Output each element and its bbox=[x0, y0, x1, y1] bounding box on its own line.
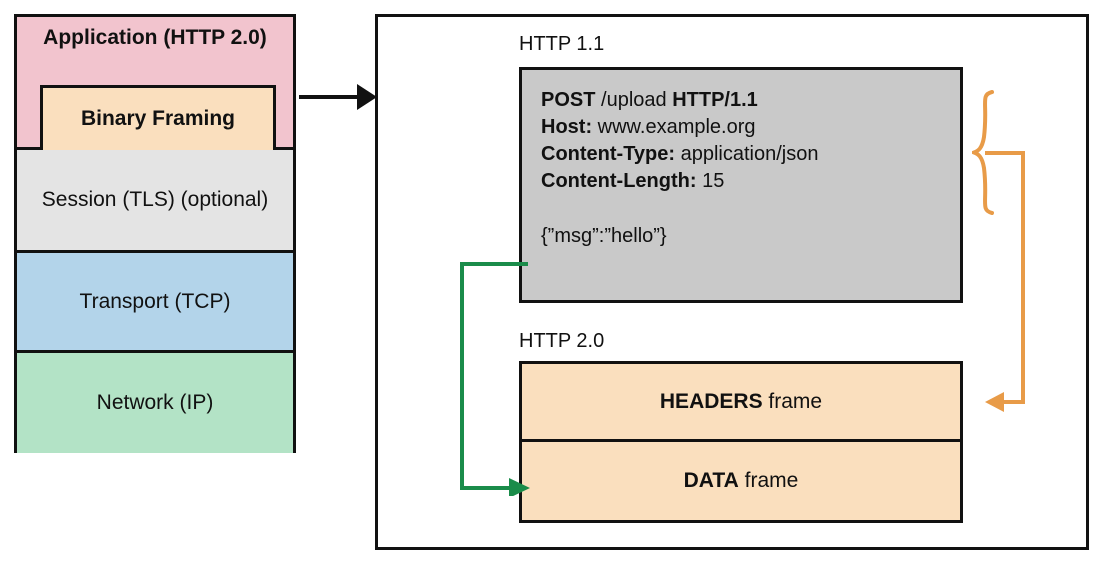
protocol-stack: Application (HTTP 2.0) Binary Framing Se… bbox=[14, 14, 296, 453]
stack-to-panel-arrow-line bbox=[299, 95, 361, 99]
stack-layer-binary-framing: Binary Framing bbox=[40, 85, 276, 150]
frame-data-suffix: frame bbox=[738, 469, 799, 492]
stack-layer-application-label: Application (HTTP 2.0) bbox=[43, 26, 267, 49]
request-path: /upload bbox=[595, 89, 673, 111]
stack-to-panel-arrow-icon bbox=[357, 84, 377, 110]
stack-layer-session-label: Session (TLS) (optional) bbox=[41, 188, 269, 211]
frame-data-type: DATA bbox=[683, 469, 739, 492]
http11-request-box: POST /upload HTTP/1.1 Host: www.example.… bbox=[519, 67, 963, 303]
header-name-content-type: Content-Type: bbox=[541, 143, 676, 165]
stack-layer-transport-label: Transport (TCP) bbox=[79, 289, 231, 313]
frame-headers-type: HEADERS bbox=[659, 389, 763, 413]
stack-layer-network-label: Network (IP) bbox=[96, 391, 214, 414]
headers-group-brace-icon bbox=[972, 90, 994, 215]
frame-data: DATA frame bbox=[522, 442, 960, 520]
header-name-host: Host: bbox=[541, 116, 593, 138]
request-header-host: Host: www.example.org bbox=[541, 114, 960, 141]
frame-headers: HEADERS frame bbox=[522, 364, 960, 442]
frame-data-label: DATA frame bbox=[684, 469, 799, 493]
header-value-content-length: 15 bbox=[696, 170, 725, 192]
http11-caption: HTTP 1.1 bbox=[519, 33, 605, 55]
request-line-start: POST /upload HTTP/1.1 bbox=[541, 87, 960, 114]
stack-layer-session: Session (TLS) (optional) bbox=[17, 150, 293, 253]
header-name-content-length: Content-Length: bbox=[541, 170, 697, 192]
request-method: POST bbox=[541, 89, 596, 111]
request-header-content-type: Content-Type: application/json bbox=[541, 141, 960, 168]
request-version: HTTP/1.1 bbox=[672, 89, 758, 111]
header-value-host: www.example.org bbox=[592, 116, 756, 138]
frame-headers-label: HEADERS frame bbox=[660, 390, 822, 414]
http20-frames-box: HEADERS frame DATA frame bbox=[519, 361, 963, 523]
http20-caption: HTTP 2.0 bbox=[519, 330, 605, 352]
stack-layer-transport: Transport (TCP) bbox=[17, 253, 293, 353]
stack-layer-network: Network (IP) bbox=[17, 353, 293, 453]
header-value-content-type: application/json bbox=[675, 143, 819, 165]
frame-headers-suffix: frame bbox=[762, 389, 823, 413]
request-header-content-length: Content-Length: 15 bbox=[541, 168, 960, 195]
stack-layer-binary-framing-label: Binary Framing bbox=[80, 107, 236, 130]
request-body: {”msg”:”hello”} bbox=[541, 225, 667, 247]
